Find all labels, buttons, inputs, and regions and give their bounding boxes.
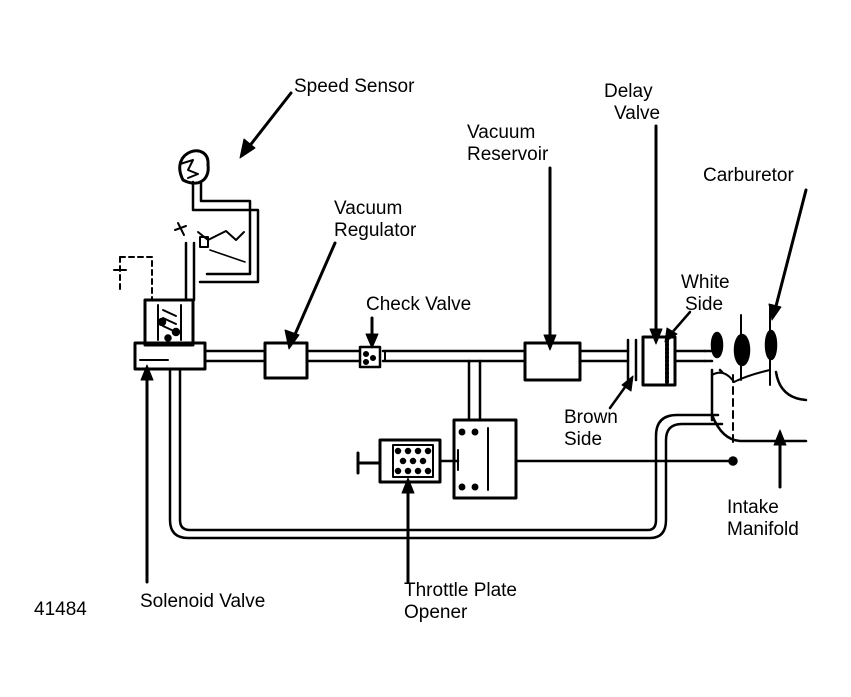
vacuum-regulator <box>263 341 309 380</box>
label-delay-valve-line1: Delay <box>604 81 653 102</box>
vacuum-reservoir-arrowhead <box>543 334 557 351</box>
carburetor <box>703 307 808 446</box>
throttle-plate-opener <box>356 418 738 500</box>
figure-number: 41484 <box>34 599 87 620</box>
white-side-arrowhead <box>664 327 678 343</box>
white-side-arrow <box>668 310 692 337</box>
vacuum-regulator-arrow <box>291 241 337 341</box>
label-solenoid-valve: Solenoid Valve <box>140 591 266 612</box>
label-brown-side-line2: Side <box>564 429 603 450</box>
carburetor-arrowhead <box>768 303 782 321</box>
label-white-side-line2: Side <box>685 294 724 315</box>
label-intake-manifold-line1: Intake <box>727 497 779 518</box>
throttle-plate-opener-arrowhead <box>401 477 415 494</box>
carburetor-arrow <box>773 188 808 312</box>
label-speed-sensor: Speed Sensor <box>294 76 415 97</box>
speed-sensor-arrowhead <box>239 138 256 159</box>
label-intake-manifold-line2: Manifold <box>727 519 799 540</box>
label-throttle-plate-opener-line2: Opener <box>404 602 468 623</box>
speed-sensor <box>174 149 260 302</box>
label-throttle-plate-opener-line1: Throttle Plate <box>404 580 517 601</box>
vacuum-reservoir <box>523 341 582 382</box>
return-tube <box>168 367 724 540</box>
label-white-side-line1: White <box>681 272 730 293</box>
label-brown-side-line1: Brown <box>564 407 618 428</box>
brown-side-arrowhead <box>621 375 634 392</box>
vacuum-regulator-arrowhead <box>284 329 300 350</box>
check-valve-arrowhead <box>365 333 379 349</box>
label-vacuum-regulator-line1: Vacuum <box>334 198 403 219</box>
check-valve <box>358 345 386 369</box>
solenoid-valve-arrowhead <box>140 364 154 381</box>
leader-arrows <box>140 91 808 584</box>
label-vacuum-regulator-line2: Regulator <box>334 220 417 241</box>
label-delay-valve-line2: Valve <box>614 103 661 124</box>
label-vacuum-reservoir-line1: Vacuum <box>467 122 536 143</box>
label-vacuum-reservoir-line2: Reservoir <box>467 144 549 165</box>
main-vacuum-line <box>203 349 630 363</box>
delay-valve-arrowhead <box>649 328 663 345</box>
delay-valve <box>626 335 707 387</box>
speed-sensor-arrow <box>246 91 293 150</box>
label-carburetor: Carburetor <box>703 165 794 186</box>
label-check-valve: Check Valve <box>366 294 472 315</box>
opener-branch-line <box>467 359 482 422</box>
intake-manifold-arrowhead <box>773 429 787 446</box>
solenoid-valve <box>113 256 207 371</box>
